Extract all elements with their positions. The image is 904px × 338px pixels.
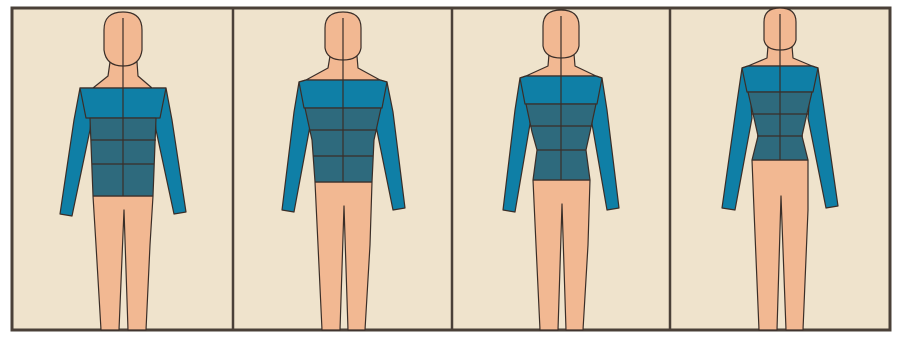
body-types-diagram (0, 0, 904, 338)
